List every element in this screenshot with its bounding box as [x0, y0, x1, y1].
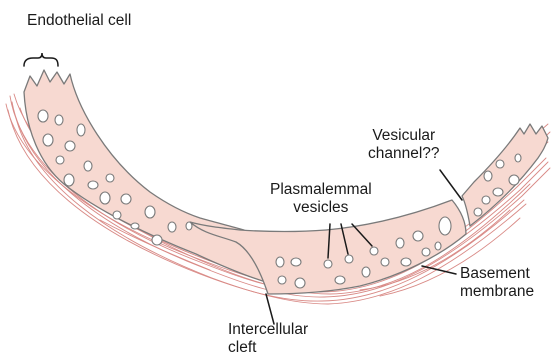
- endothelial-cell-label: Endothelial cell: [27, 12, 131, 30]
- intercellular-cleft-label: Intercellular cleft: [228, 321, 308, 357]
- intercellular-cleft-label-line1: Intercellular: [228, 321, 308, 339]
- vesicular-channel-label: Vesicular channel??: [368, 127, 440, 163]
- basement-membrane-label-line2: membrane: [460, 283, 534, 301]
- vesicular-channel-label-line1: Vesicular: [368, 127, 440, 145]
- intercellular-cleft-label-line2: cleft: [228, 339, 308, 357]
- vesicular-channel-label-line2: channel??: [368, 145, 440, 163]
- plasmalemmal-vesicles-label: Plasmalemmal vesicles: [270, 181, 372, 217]
- endothelial-cell-bracket: [24, 53, 58, 66]
- plasmalemmal-vesicles-label-line2: vesicles: [270, 199, 372, 217]
- basement-membrane-label: Basement membrane: [460, 265, 534, 301]
- plasmalemmal-vesicles-label-line1: Plasmalemmal: [270, 181, 372, 199]
- endothelial-cell-label-text: Endothelial cell: [27, 12, 131, 30]
- basement-membrane-label-line1: Basement: [460, 265, 534, 283]
